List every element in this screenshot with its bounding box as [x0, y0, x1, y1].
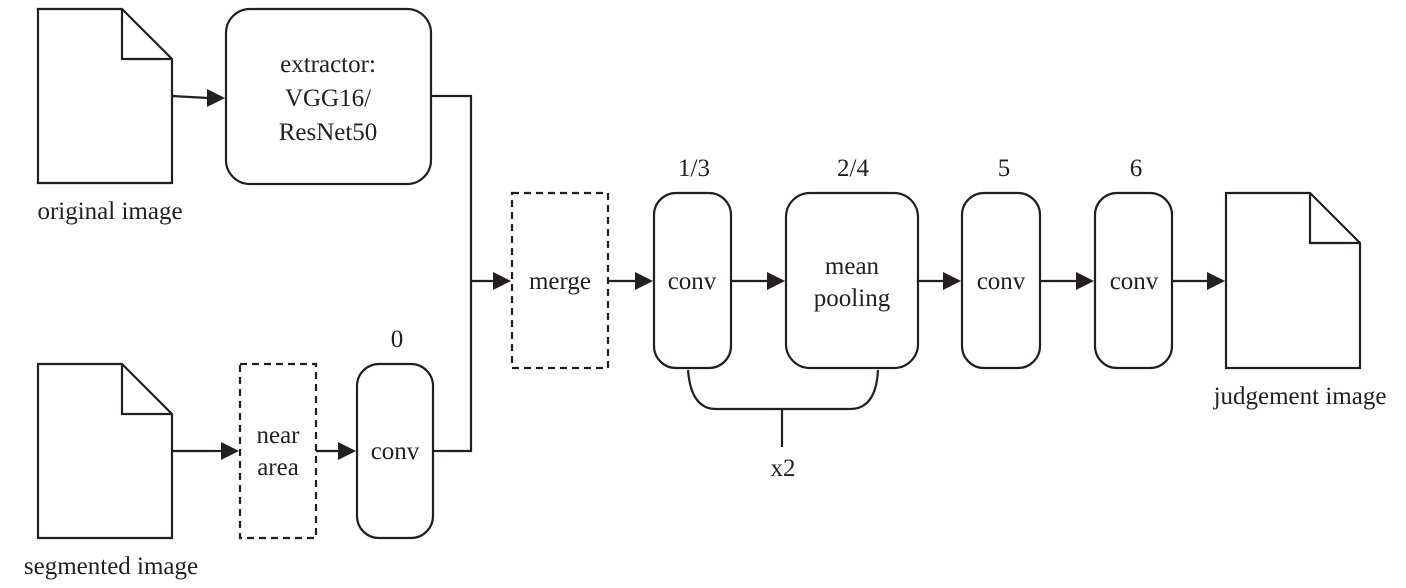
connector-extractor-to-bus	[431, 94, 473, 453]
conv5-label: conv	[977, 268, 1026, 295]
original-image-label: original image	[37, 198, 182, 225]
conv5-index: 5	[998, 155, 1011, 182]
conv6-box	[1093, 191, 1174, 370]
segmented-image-doc	[36, 362, 174, 540]
conv13-label: conv	[668, 268, 717, 295]
arrowhead-output	[1207, 272, 1225, 290]
near-area-box	[238, 362, 318, 540]
extractor-line-3: ResNet50	[279, 119, 378, 146]
document-icon	[36, 7, 174, 185]
pool24-line-2: pooling	[814, 285, 891, 312]
pool24-line-1: mean	[825, 253, 880, 280]
conv13-box	[652, 191, 733, 370]
arrowhead-conv13	[635, 272, 653, 290]
merge-label: merge	[529, 268, 591, 295]
extractor-line-2: VGG16/	[285, 85, 371, 112]
pool24-index: 2/4	[837, 155, 869, 182]
conv6-label: conv	[1110, 268, 1159, 295]
arrowhead-conv6	[1076, 272, 1094, 290]
conv0-box	[355, 362, 435, 540]
pool24-box	[784, 191, 920, 370]
connectors	[171, 89, 1225, 460]
conv13-index: 1/3	[678, 155, 710, 182]
arrowhead-near-area	[221, 442, 239, 460]
arrowhead-pool	[767, 272, 785, 290]
judgement-image-doc	[1224, 191, 1362, 370]
conv0-label: conv	[371, 438, 420, 465]
repeat-label: x2	[771, 455, 796, 482]
judgement-image-label: judgement image	[1213, 383, 1387, 410]
near-area-line-1: near	[256, 422, 300, 449]
document-icon	[1224, 191, 1362, 370]
extractor-box	[224, 7, 433, 186]
arrow-original-to-extractor	[171, 94, 209, 100]
document-fold-icon	[1308, 193, 1360, 245]
near-area-line-2: area	[257, 454, 299, 481]
document-fold-icon	[120, 364, 172, 416]
conv0-index: 0	[391, 326, 404, 353]
arrowhead-extractor	[207, 89, 225, 107]
document-icon	[36, 362, 174, 540]
arrowhead-conv5	[943, 272, 961, 290]
extractor-line-1: extractor:	[280, 51, 376, 78]
segmented-image-label: segmented image	[24, 553, 198, 580]
conv6-index: 6	[1130, 155, 1143, 182]
arrowhead-conv0	[338, 442, 356, 460]
repeat-bracket	[686, 369, 880, 411]
conv5-box	[960, 191, 1042, 370]
document-fold-icon	[120, 9, 172, 61]
original-image-doc	[36, 7, 174, 185]
arrowhead-merge	[493, 272, 511, 290]
merge-box	[510, 191, 610, 370]
